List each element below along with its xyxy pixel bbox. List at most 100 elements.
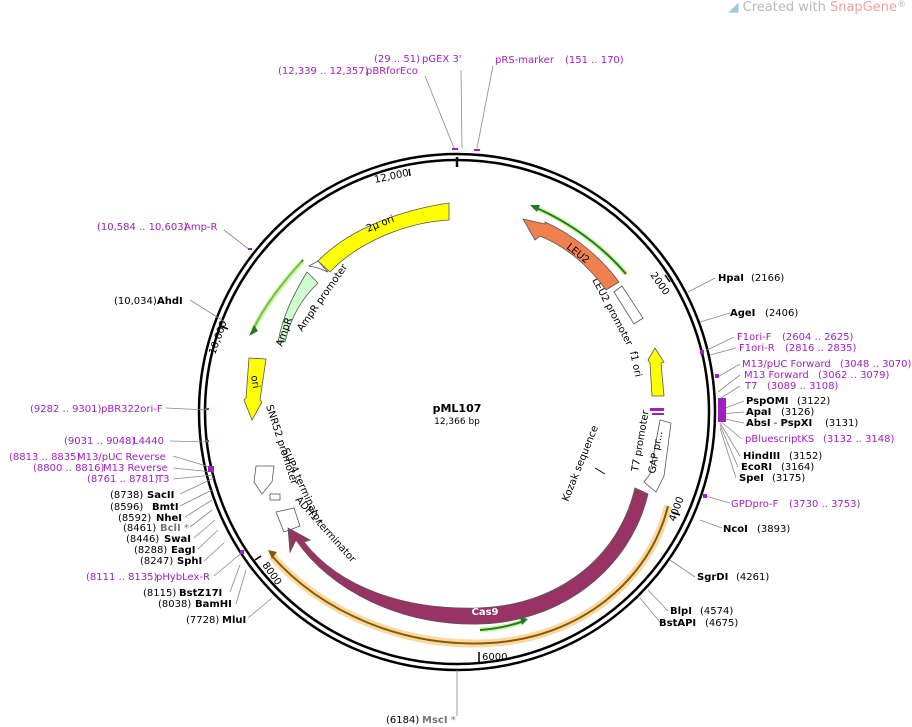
label-m13-puc-forward[interactable]: M13/pUC Forward xyxy=(742,359,831,370)
feature-label-ampr: AmpR xyxy=(274,316,295,348)
label-l4440[interactable]: L4440 xyxy=(133,436,164,447)
label-t7-pos: (3089 .. 3108) xyxy=(767,381,839,392)
feature-leu2[interactable]: LEU2 xyxy=(522,204,628,291)
label-eagi-pos: (8288) xyxy=(134,545,167,556)
label-m13-puc-forward-pos: (3048 .. 3070) xyxy=(840,359,912,370)
plasmid-name: pML107 xyxy=(433,402,482,415)
label-hindiii[interactable]: HindIII xyxy=(743,451,780,462)
label-ecori-pos: (3164) xyxy=(781,462,814,473)
label-pbr322ori-f[interactable]: pBR322ori-F xyxy=(101,404,163,415)
label-absi-sep: - xyxy=(771,418,781,429)
label-mlui[interactable]: MluI xyxy=(222,615,246,626)
label-spei[interactable]: SpeI xyxy=(739,473,764,484)
label-sphi-pos: (8247) xyxy=(140,556,173,567)
feature-snr52-promoter[interactable]: SNR52 promoter xyxy=(253,404,300,495)
label-swai[interactable]: SwaI xyxy=(164,534,191,545)
label-sacii[interactable]: SacII xyxy=(147,490,174,501)
watermark-logo-icon: ◢ xyxy=(728,0,743,15)
feature-f1-ori[interactable]: f1 ori xyxy=(627,347,665,397)
label-nhei-pos: (8592) xyxy=(118,513,151,524)
label-m13-reverse[interactable]: M13 Reverse xyxy=(103,463,168,474)
label-pspomi-pos: (3122) xyxy=(797,396,830,407)
label-pbrforeco-pos: (12,339 .. 12,357) xyxy=(278,66,369,77)
label-amp-r-pos: (10,584 .. 10,603) xyxy=(97,222,188,233)
label-f1ori-r-pos: (2816 .. 2835) xyxy=(785,343,857,354)
label-msci-pos: (6184) xyxy=(386,715,419,726)
label-agei[interactable]: AgeI xyxy=(730,308,755,319)
label-mlui-pos: (7728) xyxy=(186,615,219,626)
label-absi-pos: (3131) xyxy=(825,418,858,429)
label-m13-reverse-pos: (8800 .. 8816) xyxy=(33,463,105,474)
label-sphi[interactable]: SphI xyxy=(177,556,202,567)
label-absi-pspxi[interactable]: AbsI - PspXI xyxy=(746,418,812,429)
label-pbr322ori-f-pos: (9282 .. 9301) xyxy=(30,404,102,415)
feature-orf-highlight xyxy=(268,505,672,648)
label-pspomi[interactable]: PspOMI xyxy=(746,396,788,407)
label-pgex3-pos: (29 .. 51) xyxy=(374,54,420,65)
label-m13-puc-reverse[interactable]: M13/pUC Reverse xyxy=(77,452,166,463)
label-ahdi[interactable]: AhdI xyxy=(157,296,183,307)
feature-kozak-sequence[interactable]: Kozak sequence xyxy=(561,424,606,503)
label-nhei[interactable]: NheI xyxy=(156,513,182,524)
primer-marks xyxy=(205,148,726,554)
label-apai[interactable]: ApaI xyxy=(746,407,771,418)
label-msci-group[interactable]: MscI * xyxy=(422,715,456,726)
label-f1ori-r[interactable]: F1ori-R xyxy=(739,343,775,354)
label-bstapi[interactable]: BstAPI xyxy=(659,618,696,629)
label-bcli-group[interactable]: BclI * xyxy=(160,523,189,534)
label-m13-forward-pos: (3062 .. 3079) xyxy=(818,370,890,381)
feature-2u-ori[interactable]: 2µ ori xyxy=(317,202,450,273)
label-f1ori-f[interactable]: F1ori-F xyxy=(737,332,772,343)
snapgene-watermark: ◢ Created with SnapGene® xyxy=(729,0,906,15)
label-t7[interactable]: T7 xyxy=(744,381,757,392)
label-bmti[interactable]: BmtI xyxy=(152,502,179,513)
label-eagi[interactable]: EagI xyxy=(171,545,195,556)
feature-label-ori: ori xyxy=(248,375,261,390)
label-agei-pos: (2406) xyxy=(765,308,798,319)
label-blpi[interactable]: BlpI xyxy=(670,606,692,617)
tick-label-6000: 6000 xyxy=(482,652,507,663)
label-ncoi[interactable]: NcoI xyxy=(723,524,748,535)
label-gpdpro-f[interactable]: GPDpro-F xyxy=(731,499,779,510)
label-pbluescriptks[interactable]: pBluescriptKS xyxy=(745,434,814,445)
label-bcli[interactable]: BclI xyxy=(160,523,181,534)
label-pbrforeco[interactable]: pBRforEco xyxy=(366,66,418,77)
label-bamhi-pos: (8038) xyxy=(158,599,191,610)
label-pgex3[interactable]: pGEX 3' xyxy=(422,54,462,65)
label-bstz17i-pos: (8115) xyxy=(143,588,176,599)
label-bamhi[interactable]: BamHI xyxy=(195,599,232,610)
label-prs-marker[interactable]: pRS-marker xyxy=(495,55,555,66)
label-msci[interactable]: MscI xyxy=(422,715,448,726)
label-bcli-star: * xyxy=(181,523,189,534)
label-apai-pos: (3126) xyxy=(781,407,814,418)
right-labels: HpaI (2166) AgeI (2406) F1ori-F (2604 ..… xyxy=(659,273,912,629)
label-bstz17i[interactable]: BstZ17I xyxy=(179,588,222,599)
label-absi[interactable]: AbsI xyxy=(746,418,771,429)
feature-ampr[interactable]: AmpR xyxy=(249,259,319,348)
label-spei-pos: (3175) xyxy=(772,473,805,484)
watermark-mark: ® xyxy=(897,0,906,10)
label-swai-pos: (8446) xyxy=(126,534,159,545)
label-sgrdi[interactable]: SgrDI xyxy=(697,572,728,583)
feature-leu2-promoter[interactable]: LEU2 promoter xyxy=(589,276,644,349)
label-pspxi[interactable]: PspXI xyxy=(781,418,813,429)
feature-label-f1-ori: f1 ori xyxy=(627,350,643,378)
label-hpai[interactable]: HpaI xyxy=(718,273,744,284)
feature-gap-promoter[interactable]: GAP pr... xyxy=(643,419,672,493)
label-gpdpro-f-pos: (3730 .. 3753) xyxy=(789,499,861,510)
label-t3[interactable]: T3 xyxy=(156,474,169,485)
feature-ori[interactable]: ori xyxy=(243,357,267,421)
label-blpi-pos: (4574) xyxy=(700,606,733,617)
feature-label-cas9: Cas9 xyxy=(472,607,499,618)
top-labels: (29 .. 51) pGEX 3' (12,339 .. 12,357) pB… xyxy=(278,54,624,77)
label-msci-star: * xyxy=(448,715,456,726)
label-t3-pos: (8761 .. 8781) xyxy=(87,474,159,485)
label-amp-r[interactable]: Amp-R xyxy=(184,222,218,233)
label-sacii-pos: (8738) xyxy=(110,490,143,501)
label-m13-forward[interactable]: M13 Forward xyxy=(744,370,809,381)
watermark-brand: SnapGene xyxy=(829,0,897,15)
label-phyblex-r[interactable]: pHybLex-R xyxy=(156,572,210,583)
label-ecori[interactable]: EcoRI xyxy=(741,462,772,473)
feature-cas9[interactable]: Cas9 xyxy=(287,487,649,625)
